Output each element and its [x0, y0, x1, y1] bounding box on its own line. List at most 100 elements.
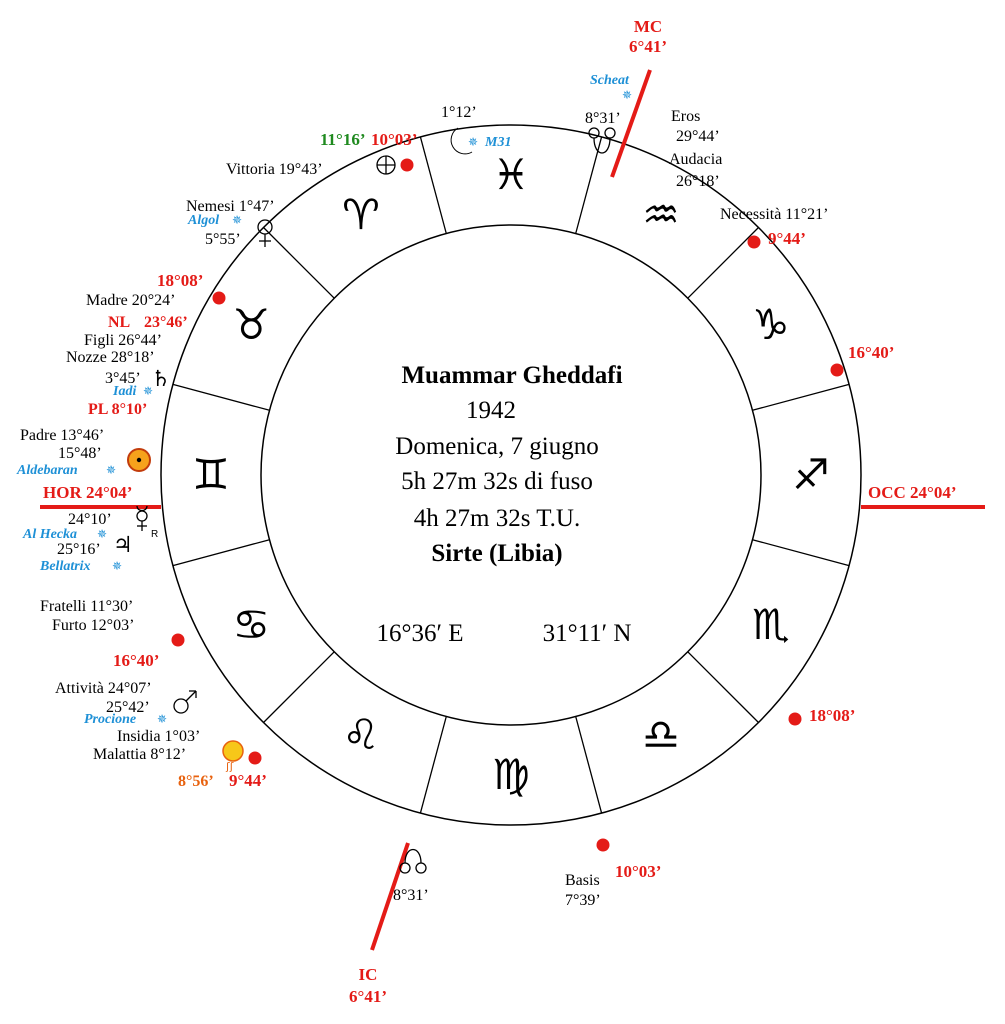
star-m31-icon: ✵: [468, 135, 478, 149]
sign-scorpio-icon: ♏: [752, 600, 790, 649]
cusp-dot-libra: [596, 838, 610, 852]
sun-2-icon: ʃʃ: [222, 740, 244, 773]
nl-label: NL: [108, 314, 130, 331]
nemesi-label: Nemesi 1°47’: [186, 198, 275, 215]
ic-degree: 6°41’: [349, 987, 387, 1006]
vittoria-label: Vittoria 19°43’: [226, 161, 323, 178]
sign-divider: [419, 136, 447, 234]
node-top-icon: [588, 127, 616, 154]
center-name: Muammar Gheddafi: [401, 362, 622, 389]
cusp-label-capricorn: 16°40’: [848, 343, 894, 362]
figli-label: Figli 26°44’: [84, 332, 162, 349]
sign-dividers: [172, 136, 850, 814]
sign-aquarius-icon: ♒: [642, 190, 680, 239]
furto-label: Furto 12°03’: [52, 617, 134, 634]
cusp-label-top: 10°03’: [371, 130, 417, 149]
attivita-label: Attività 24°07’: [55, 680, 152, 697]
mc-degree: 6°41’: [629, 37, 667, 56]
sign-divider: [575, 136, 603, 234]
pl-label: PL 8°10’: [88, 401, 147, 418]
star-bellatrix-icon: ✵: [112, 559, 122, 573]
ic-axis-line: [370, 842, 410, 951]
cusp-dot-scorpio: [788, 712, 802, 726]
malattia-label: Malattia 8°12’: [93, 746, 186, 763]
madre-label: Madre 20°24’: [86, 292, 175, 309]
cusp-dot-top: [400, 158, 414, 172]
jupiter-icon: ♃: [113, 533, 133, 558]
hor-label: HOR 24°04’: [43, 483, 132, 502]
cusp-label-scorpio: 18°08’: [809, 706, 855, 725]
procione-label: Procione: [84, 712, 136, 727]
nl-degree: 23°46’: [144, 314, 188, 331]
sign-aries-icon: ♈: [342, 190, 380, 239]
cusp-dot-capricorn: [830, 363, 844, 377]
sign-divider: [752, 383, 850, 411]
venus-degree: 5°55’: [205, 231, 241, 248]
aldebaran-label: Aldebaran: [16, 463, 78, 478]
center-date: Domenica, 7 giugno: [395, 433, 598, 460]
sign-capricorn-icon: ♑: [752, 300, 790, 349]
occ-label: OCC 24°04’: [868, 483, 957, 502]
insidia-label: Insidia 1°03’: [117, 728, 200, 745]
cusp-label-libra: 10°03’: [615, 862, 661, 881]
node-top-degree: 8°31’: [585, 110, 621, 127]
sun-2-degree: 8°56’: [178, 773, 214, 790]
sign-divider: [172, 539, 270, 567]
outer-ring: [160, 124, 862, 826]
center-latitude: 31°11′ N: [543, 620, 632, 647]
mc-label: MC: [634, 17, 662, 36]
node-bottom-icon: [399, 848, 427, 874]
cusp-dot-leo: [248, 751, 262, 765]
node-bottom-degree: 8°31’: [393, 887, 429, 904]
jupiter-degree: 25°16’: [57, 541, 101, 558]
mars-icon: [173, 690, 197, 714]
algol-label: Algol: [187, 213, 219, 228]
basis-degree: 7°39’: [565, 892, 601, 909]
cusp-dot-cancer: [171, 633, 185, 647]
retrograde-marker: R: [151, 529, 158, 540]
sign-divider: [419, 716, 447, 814]
m31-label: M31: [484, 135, 511, 150]
star-procione-icon: ✵: [157, 712, 167, 726]
star-scheat-icon: ✵: [622, 88, 632, 102]
audacia-degree: 26°18’: [676, 173, 720, 190]
mercury-icon: [136, 505, 148, 531]
moon-icon: [450, 127, 473, 155]
mercury-degree: 24°10’: [68, 511, 112, 528]
sun-icon: [127, 448, 151, 472]
sign-divider: [575, 716, 603, 814]
necessita-label: Necessità 11°21’: [720, 206, 828, 223]
sign-divider: [752, 539, 850, 567]
sign-virgo-icon: ♍: [492, 750, 530, 799]
sign-divider: [687, 227, 759, 299]
audacia-label: Audacia: [669, 151, 722, 168]
venus-icon: [257, 219, 273, 247]
cusp-dot-aquarius: [747, 235, 761, 249]
iadi-label: Iadi: [112, 384, 136, 399]
bellatrix-label: Bellatrix: [39, 559, 91, 574]
sign-taurus-icon: ♉: [232, 300, 270, 349]
nozze-label: Nozze 28°18’: [66, 349, 155, 366]
mars-degree: 25°42’: [106, 699, 150, 716]
cusp-label-taurus: 18°08’: [157, 271, 203, 290]
inner-ring: [260, 224, 762, 726]
sign-sagittarius-icon: ♐: [792, 450, 830, 499]
center-ut-time: 4h 27m 32s T.U.: [414, 505, 580, 532]
fratelli-label: Fratelli 11°30’: [40, 598, 133, 615]
saturn-icon: ♄: [151, 367, 171, 392]
eros-degree: 29°44’: [676, 128, 720, 145]
sign-gemini-icon: ♊: [192, 450, 230, 499]
cusp-label-leo: 9°44’: [229, 771, 267, 790]
star-alhecka-icon: ✵: [97, 527, 107, 541]
saturn-degree: 3°45’: [105, 370, 141, 387]
padre-label: Padre 13°46’: [20, 427, 104, 444]
moon-degree: 1°12’: [441, 104, 477, 121]
sign-divider: [263, 651, 335, 723]
center-year: 1942: [466, 397, 516, 424]
sign-divider: [687, 651, 759, 723]
cusp-label-aquarius: 9°44’: [768, 229, 806, 248]
sign-cancer-icon: ♋: [232, 600, 270, 649]
center-local-time: 5h 27m 32s di fuso: [401, 468, 593, 495]
svg-text:ʃʃ: ʃʃ: [225, 760, 234, 773]
